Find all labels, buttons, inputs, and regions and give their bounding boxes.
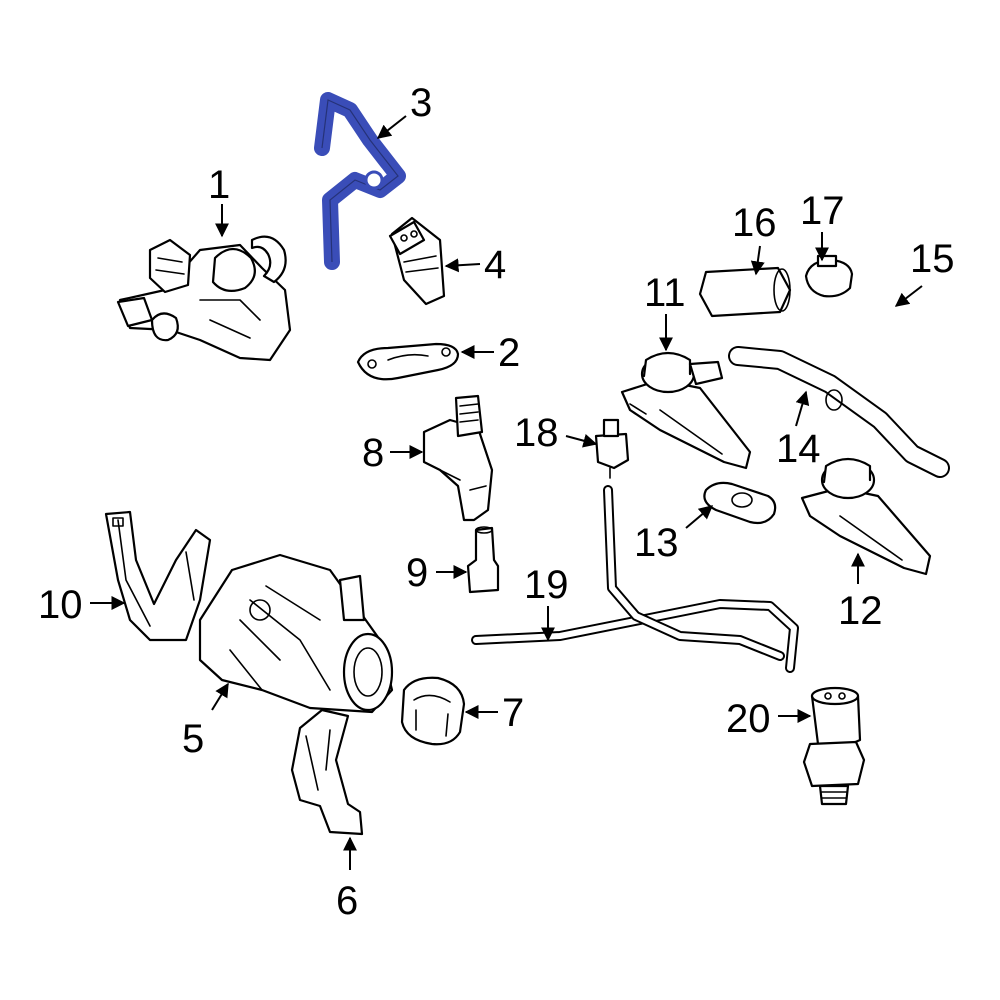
part-5-pump-housing[interactable] (198, 553, 394, 714)
part-16-cylinder[interactable] (698, 266, 792, 318)
callout-16: 16 (732, 201, 777, 245)
callout-18: 18 (514, 411, 559, 455)
part-11-valve[interactable] (620, 351, 752, 470)
callout-6: 6 (336, 879, 358, 923)
part-3-fitting (364, 170, 384, 190)
part-13-gasket[interactable] (703, 481, 777, 525)
part-8-actuator[interactable] (422, 394, 494, 522)
callout-17: 17 (800, 189, 845, 233)
part-19-vacuum-line[interactable] (471, 485, 799, 673)
part-14-pipe[interactable] (728, 346, 950, 478)
part-9-connector[interactable] (466, 526, 500, 594)
part-10-bracket[interactable] (104, 510, 212, 642)
callout-11: 11 (644, 271, 686, 315)
callout-labels: 1 2 3 4 5 6 7 8 9 10 11 12 13 14 15 16 1… (38, 81, 955, 923)
callout-15: 15 (910, 237, 955, 281)
callout-14: 14 (776, 427, 821, 471)
callout-20: 20 (726, 697, 771, 741)
part-3-hose-outline (321, 99, 399, 263)
part-18-check-valve[interactable] (594, 418, 630, 479)
callout-5: 5 (182, 717, 204, 761)
part-12-valve[interactable] (800, 457, 932, 576)
part-3-hose-body (314, 92, 406, 270)
part-3-hose[interactable] (314, 92, 406, 270)
callout-19: 19 (524, 563, 569, 607)
callout-13: 13 (634, 521, 679, 565)
callout-7: 7 (502, 691, 524, 735)
callout-9: 9 (406, 551, 428, 595)
part-4-sensor[interactable] (388, 216, 446, 306)
part-17-valve[interactable] (804, 254, 854, 298)
callout-3: 3 (410, 81, 432, 125)
callout-12: 12 (838, 589, 883, 633)
part-20-pressure-sensor[interactable] (802, 686, 866, 806)
part-1-valve-assembly[interactable] (116, 235, 292, 362)
callout-10: 10 (38, 583, 83, 627)
callout-4: 4 (484, 243, 506, 287)
leader-lines (90, 115, 923, 870)
callout-8: 8 (362, 431, 384, 475)
part-7-bushing[interactable] (400, 676, 466, 746)
callout-2: 2 (498, 331, 520, 375)
part-2-gasket[interactable] (356, 342, 460, 381)
part-6-bracket[interactable] (290, 708, 364, 836)
callout-1: 1 (208, 163, 230, 207)
